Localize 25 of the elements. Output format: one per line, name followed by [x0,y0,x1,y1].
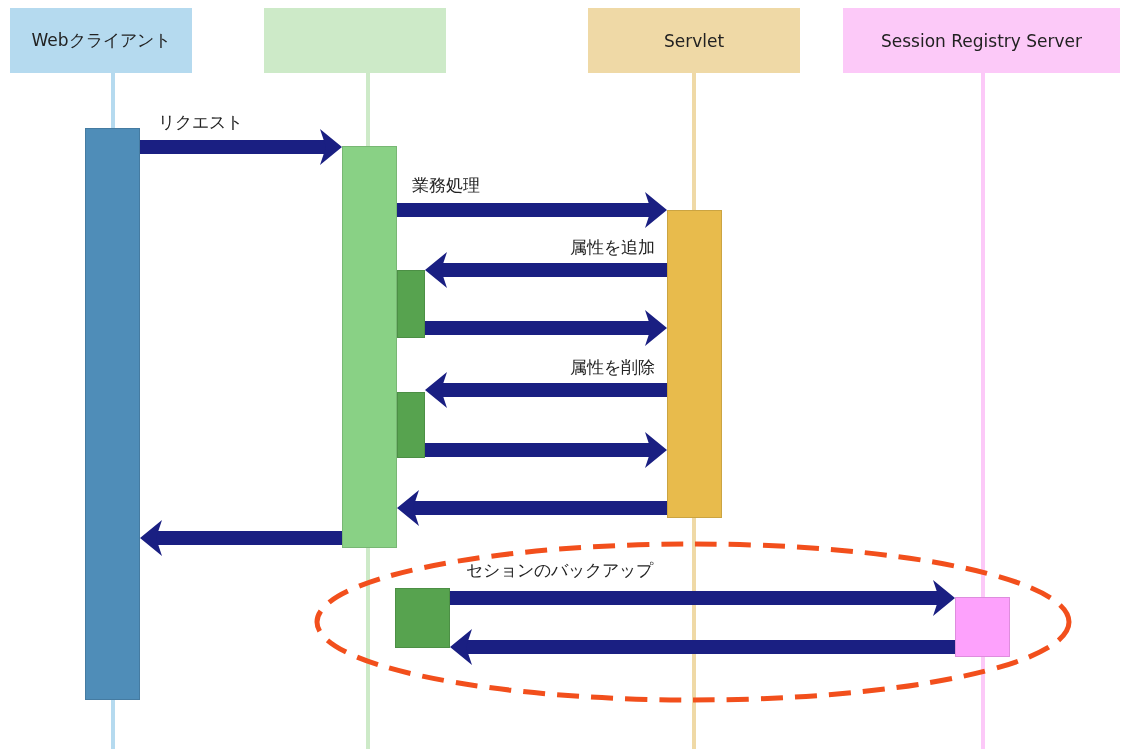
arrow [397,490,667,526]
arrow [425,310,667,346]
arrow [425,252,667,288]
activation-bar [395,588,450,648]
edge-label: リクエスト [158,112,243,132]
activation-bar [342,146,397,548]
edge-label: 業務処理 [412,175,480,195]
activation-bar [955,597,1010,657]
participant-box [264,8,446,73]
participant-box: Webクライアント [10,8,192,73]
edge-label: セションのバックアップ [466,560,653,580]
arrow [140,129,342,165]
arrow [425,432,667,468]
arrow [450,580,955,616]
activation-bar [667,210,722,518]
edge-label: 属性を追加 [570,237,655,257]
participant-box: Servlet [588,8,800,73]
arrow [397,192,667,228]
activation-bar [397,392,425,458]
participant-box: Session Registry Server [843,8,1120,73]
activation-bar [85,128,140,700]
edge-label: 属性を削除 [570,357,655,377]
arrow [140,520,342,556]
arrow [425,372,667,408]
activation-bar [397,270,425,338]
